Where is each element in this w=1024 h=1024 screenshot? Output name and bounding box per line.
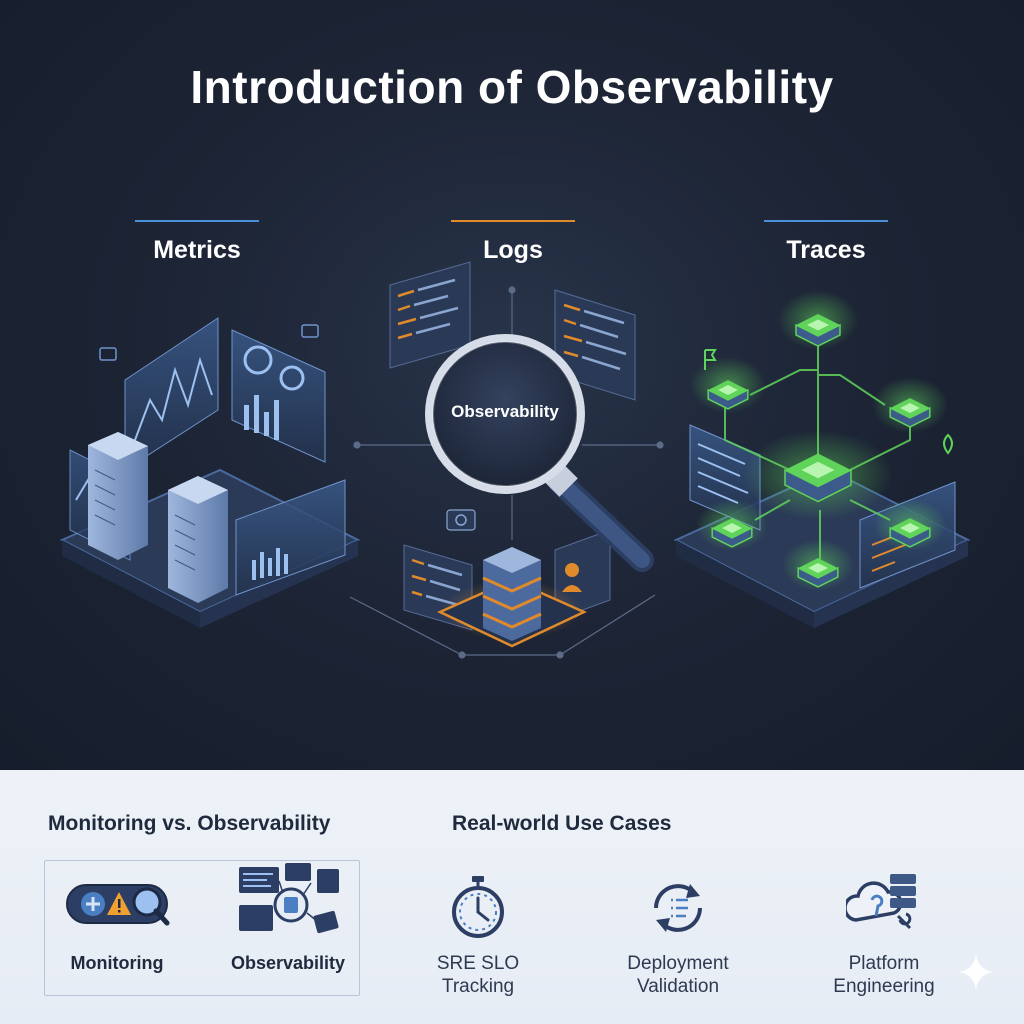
usecase-platform-line1: Platform <box>848 953 920 974</box>
observability-center-label: Observability <box>451 402 559 421</box>
page-title: Introduction of Observability <box>190 61 834 113</box>
connector-lines <box>349 286 664 659</box>
usecase-sre-slo: SRE SLO Tracking <box>418 952 538 998</box>
logs-panels <box>389 261 636 648</box>
usecase-deployment-line1: Deployment <box>627 953 729 974</box>
comparison-box: Monitoring Observability <box>44 860 360 996</box>
trace-node-core <box>718 385 738 395</box>
trace-node-core <box>801 461 835 479</box>
location-pin-icon <box>943 433 953 455</box>
flag-icon <box>704 349 717 370</box>
hero-illustration <box>59 261 971 659</box>
metrics-header: Metrics <box>97 220 297 265</box>
magnifier-icon <box>425 334 654 572</box>
stopwatch-icon <box>452 876 504 938</box>
usecase-platform: Platform Engineering <box>814 952 954 998</box>
metrics-accent-line <box>135 220 259 222</box>
usecase-sre-line2: Tracking <box>441 976 515 997</box>
logs-header: Logs <box>413 220 613 265</box>
traces-accent-line <box>764 220 888 222</box>
observability-label: Observability <box>230 953 346 973</box>
trace-node-core <box>722 523 742 533</box>
sparkle-icon <box>958 954 994 990</box>
monitoring-dashboard-icon <box>66 884 170 926</box>
usecase-deployment-line2: Validation <box>636 976 720 997</box>
cloud-server-wrench-icon <box>846 874 916 930</box>
metrics-label: Metrics <box>153 236 241 264</box>
observability-diagram-icon <box>239 863 339 934</box>
trace-node-core <box>900 523 920 533</box>
logs-accent-line <box>451 220 575 222</box>
trace-node-core <box>900 403 920 413</box>
hero-section: Introduction of Observability Metrics Lo… <box>0 0 1024 770</box>
refresh-checklist-icon <box>654 884 702 932</box>
traces-platform <box>673 290 971 628</box>
usecase-sre-line1: SRE SLO <box>436 953 520 974</box>
monitoring-label: Monitoring <box>70 953 164 973</box>
usecase-deployment: Deployment Validation <box>608 952 748 998</box>
logs-label: Logs <box>483 236 543 264</box>
usecase-platform-line2: Engineering <box>833 976 935 997</box>
trace-node-core <box>807 319 829 331</box>
traces-label: Traces <box>786 236 866 264</box>
use-cases-title: Real-world Use Cases <box>452 812 672 835</box>
metrics-platform <box>59 317 361 628</box>
trace-nodes <box>707 314 931 588</box>
trace-node-core <box>808 563 828 573</box>
traces-header: Traces <box>726 220 926 265</box>
comparison-title: Monitoring vs. Observability <box>48 812 331 835</box>
bottom-panel: Monitoring vs. Observability Real-world … <box>0 770 1024 1024</box>
